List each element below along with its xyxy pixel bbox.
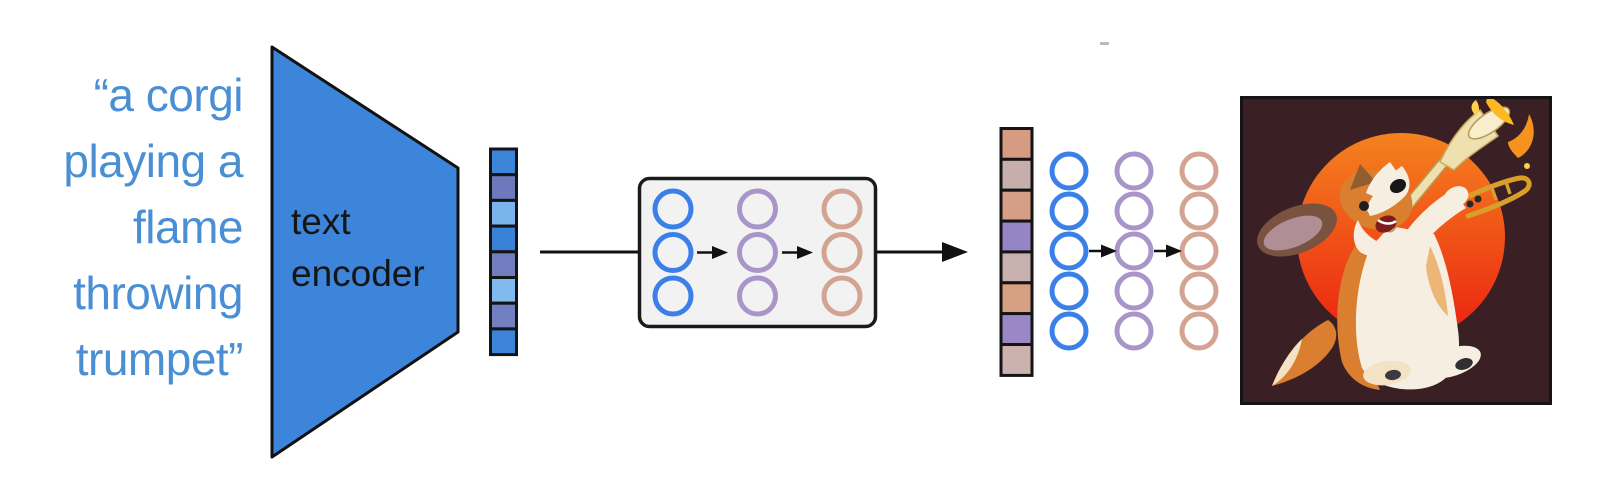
corgi-blaze — [1366, 162, 1397, 197]
neuron-circle — [652, 275, 694, 317]
neuron-circle — [821, 188, 863, 230]
neuron-circle — [1179, 151, 1219, 191]
neuron-circle — [652, 232, 694, 273]
neuron-circle — [821, 232, 863, 273]
corgi-teeth — [1377, 218, 1397, 225]
corgi-paw — [1443, 186, 1469, 208]
trumpet-valve-2 — [1474, 195, 1482, 203]
corgi-eye — [1359, 201, 1369, 211]
neuron-circle — [1114, 271, 1154, 311]
neuron-circle — [1049, 191, 1089, 231]
flame-spark — [1524, 163, 1530, 169]
embedding-cell — [999, 219, 1034, 254]
embedding-cell — [489, 198, 518, 228]
neuron-circle — [1049, 311, 1089, 351]
neuron-circle — [1049, 151, 1089, 191]
neuron-circle — [652, 188, 694, 230]
neuron-circle — [1049, 271, 1089, 311]
neuron-circle — [737, 188, 778, 230]
neuron-circle — [737, 232, 778, 273]
neuron-circle — [1179, 271, 1219, 311]
trombone-slide — [1457, 175, 1532, 219]
embedding-cell — [999, 312, 1034, 347]
embedding-cell — [999, 281, 1034, 316]
text-embedding-vector — [489, 147, 518, 357]
embedding-cell — [489, 301, 518, 331]
embedding-cell — [489, 224, 518, 254]
corgi-side-patch — [1426, 246, 1448, 316]
corgi-ear-inner — [1263, 215, 1323, 251]
neuron-circle — [1179, 231, 1219, 271]
corgi-ruff — [1353, 220, 1400, 257]
corgi-foot-pad-right — [1455, 358, 1473, 370]
image-embedding-vector — [999, 127, 1034, 377]
embedding-cell — [999, 157, 1034, 192]
flame-1 — [1486, 99, 1514, 125]
neuron-circle — [821, 275, 863, 317]
corgi-foot-right — [1423, 345, 1481, 379]
neuron-circle — [1179, 311, 1219, 351]
embedding-cell — [489, 250, 518, 280]
text-encoder-shape — [270, 45, 460, 459]
neuron-circle — [1114, 191, 1154, 231]
embedding-cell — [999, 188, 1034, 223]
neuron-circle — [737, 275, 778, 317]
embedding-cell — [999, 343, 1034, 377]
embedding-cell — [489, 276, 518, 305]
prompt-text: “a corgi playing a flame throwing trumpe… — [63, 69, 243, 385]
neuron-circle — [1114, 311, 1154, 351]
stray-mark — [1100, 42, 1109, 45]
trumpet-valve-1 — [1466, 200, 1474, 208]
trombone-rungs — [1490, 181, 1512, 201]
embedding-cell — [489, 327, 518, 357]
embedding-cell — [489, 173, 518, 202]
neuron-circle — [1049, 231, 1089, 271]
embedding-cell — [489, 147, 518, 177]
decoder-network — [1049, 151, 1219, 351]
neuron-circle — [1179, 191, 1219, 231]
prior-box — [637, 176, 878, 329]
text-encoder-label: text encoder — [291, 201, 425, 294]
generated-corgi-image — [1240, 96, 1552, 405]
corgi-tail-tip — [1272, 339, 1302, 386]
embedding-cell — [999, 127, 1034, 161]
embedding-cell — [999, 250, 1034, 285]
neuron-circle — [1114, 231, 1154, 271]
flame-3 — [1471, 100, 1479, 116]
flame-2 — [1508, 114, 1534, 158]
prior-network — [652, 188, 863, 317]
corgi-foot-pad-left — [1385, 369, 1401, 381]
neuron-circle — [1114, 151, 1154, 191]
corgi-ear-far — [1350, 164, 1376, 190]
corgi-muzzle — [1366, 166, 1410, 216]
corgi-nose — [1389, 178, 1407, 194]
